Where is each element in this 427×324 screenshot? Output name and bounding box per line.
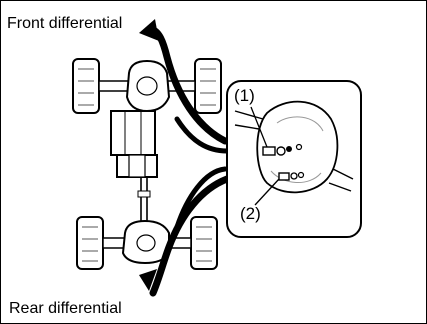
front-differential-label: Front differential: [7, 15, 123, 32]
front-arrow-head: [139, 19, 159, 41]
differential-cover: [256, 100, 339, 194]
callout-1-label: (1): [234, 86, 255, 105]
rear-arrow-head: [139, 269, 157, 291]
callout-2-leader: [254, 178, 280, 206]
rear-arrow: [149, 175, 231, 297]
rear-differential-label: Rear differential: [9, 300, 122, 317]
drain-plug: [278, 171, 305, 181]
detail-callout-box: [226, 80, 362, 238]
front-arrow: [147, 25, 229, 145]
front-axle-assembly: [72, 58, 222, 114]
callout-1-leader: [250, 106, 268, 148]
front-differential-housing: [125, 59, 171, 113]
rear-axle-assembly: [76, 216, 218, 270]
callout-2-label: (2): [240, 204, 261, 223]
propeller-shaft: [137, 177, 151, 223]
filler-plug: [262, 143, 303, 156]
transmission-assembly: [110, 110, 158, 178]
